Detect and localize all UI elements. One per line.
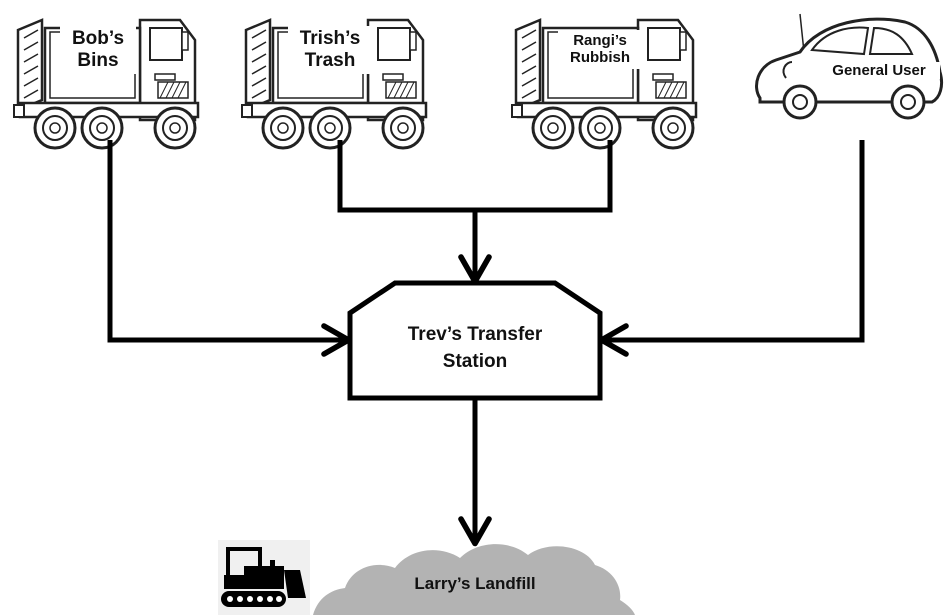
truck-label-line1: Bob’s (71, 28, 125, 49)
truck-label-line2: Rubbish (570, 49, 630, 67)
cloud-shape (313, 544, 635, 615)
line-trish-trash (337, 140, 613, 213)
truck-label-line2: Trash (304, 49, 356, 71)
bulldozer-icon (218, 540, 310, 615)
station-label-line1: Trev’s Transfer (407, 324, 543, 345)
truck-label-trishs-trash: Trish’s Trash (288, 26, 372, 74)
station-label-line2: Station (442, 350, 508, 372)
truck-label-line2: Bins (77, 49, 119, 71)
truck-label-bobs-bins: Bob’s Bins (60, 26, 136, 74)
arrow-general-user-to-station (598, 140, 865, 357)
truck-label-line1: Trish’s (299, 28, 361, 49)
transfer-station-label: Trev’s Transfer Station (350, 322, 600, 375)
car-icon (755, 13, 944, 120)
truck-label-line1: Rangi’s (573, 32, 627, 49)
transfer-station-box (347, 280, 603, 401)
arrow-bobs-bins-to-station (107, 140, 352, 357)
connector-lines (107, 140, 865, 547)
landfill-label: Larry’s Landfill (414, 574, 536, 593)
truck-label-rangis-rubbish: Rangi’s Rubbish (558, 30, 642, 69)
car-label-general-user: General User (818, 62, 940, 80)
